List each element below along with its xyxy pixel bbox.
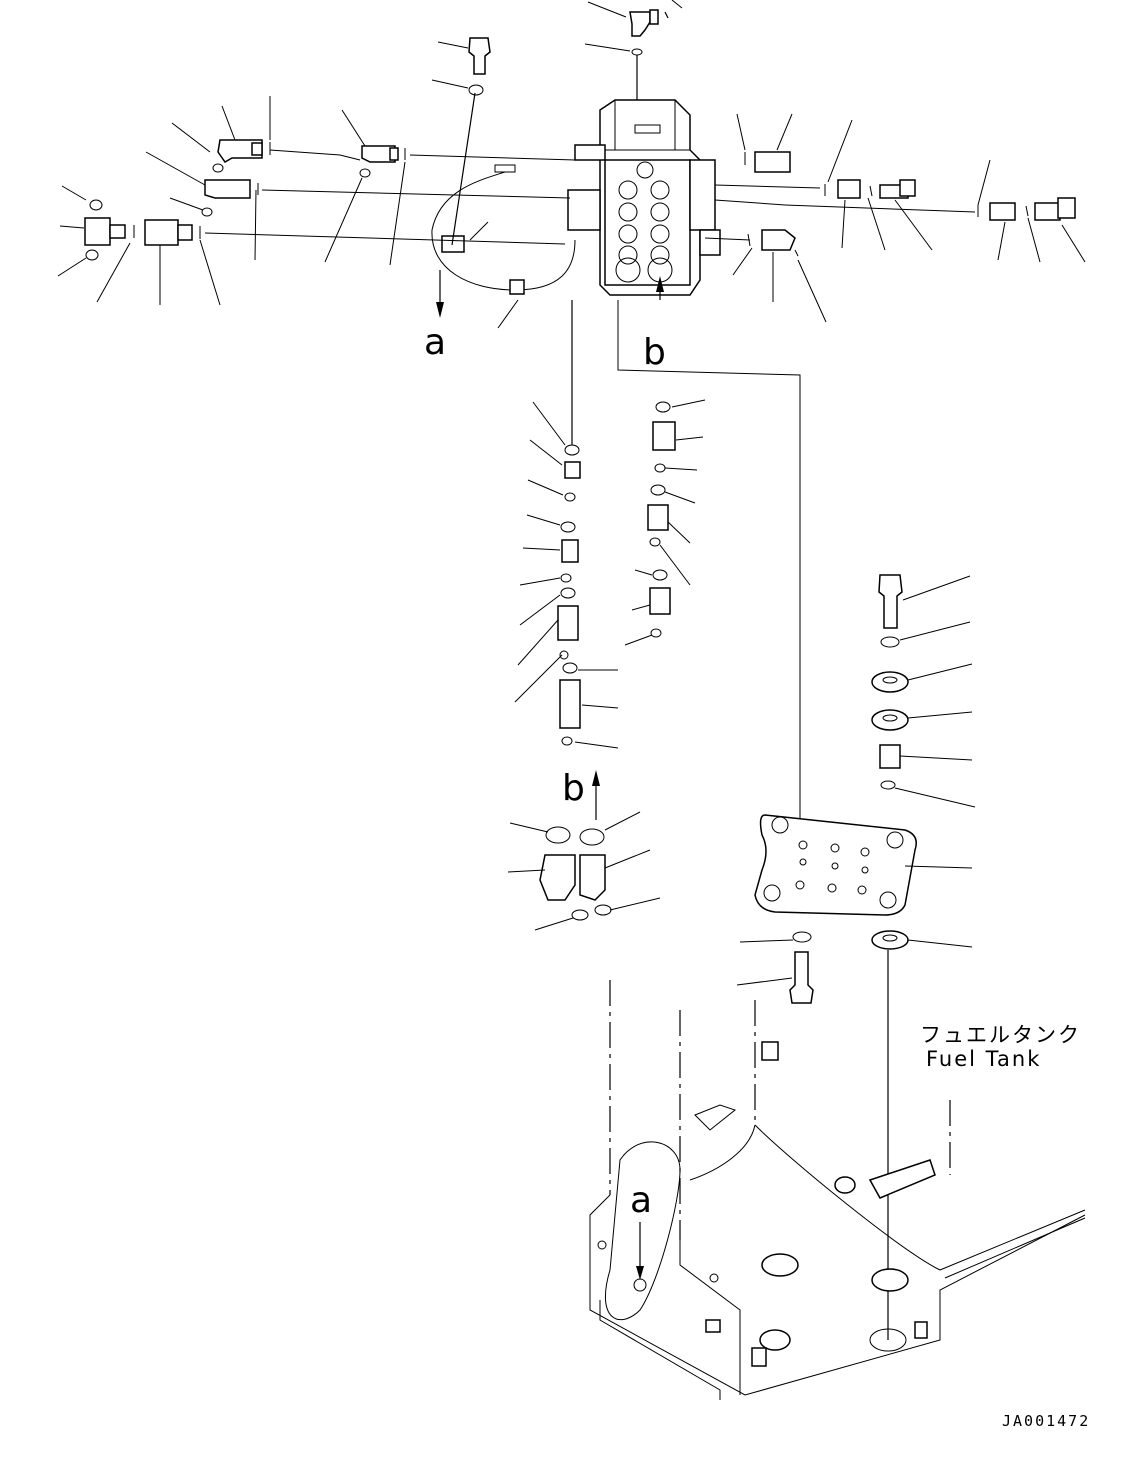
valve-ports <box>615 161 673 283</box>
top-elbow-fitting <box>584 0 683 100</box>
right-fittings <box>704 113 1086 323</box>
ref-label-b-mid: b <box>562 768 585 809</box>
left-fittings <box>57 96 576 306</box>
elbow-fitting-pair <box>507 811 661 931</box>
fuel-tank-callout: フュエルタンク Fuel Tank <box>920 1023 1081 1071</box>
ref-label-b-top: b <box>643 332 666 373</box>
fuel-tank-label-jp: フュエルタンク <box>920 1023 1081 1047</box>
mounting-plate <box>754 814 973 916</box>
control-valve-assembly <box>567 99 721 296</box>
sensor-harness <box>431 92 576 329</box>
left-fitting-stack <box>514 300 619 749</box>
fuel-tank-label-en: Fuel Tank <box>926 1047 1041 1071</box>
drawing-code: JA001472 <box>1002 1412 1090 1430</box>
ref-label-a-tank: a <box>630 1180 652 1221</box>
ref-arrow-b-mid: b <box>562 768 600 820</box>
plate-bolt-and-washer <box>736 931 814 1004</box>
ref-arrow-a-top: a <box>424 270 446 363</box>
fuel-tank-frame: a <box>589 980 1086 1400</box>
ref-arrow-b-top: b <box>643 276 666 373</box>
mount-bolt-stack <box>871 574 976 1340</box>
bolt-and-washer-top <box>431 37 491 96</box>
right-fitting-stack <box>624 399 706 646</box>
ref-label-a-top: a <box>424 322 446 363</box>
